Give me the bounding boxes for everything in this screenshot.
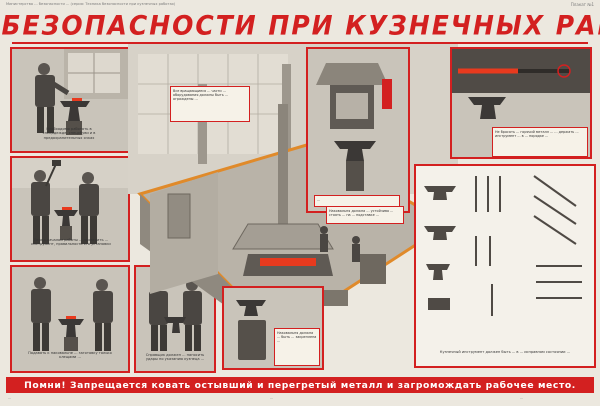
note-hot-metal: Не бросать ... горячий металл ... ... де… bbox=[492, 127, 588, 157]
panel-forge-closeup: ... bbox=[306, 47, 410, 213]
title-underline bbox=[12, 42, 588, 44]
panel2-illustration bbox=[12, 158, 128, 260]
panel2-caption: Перед началом работы ... проверить ... и… bbox=[31, 238, 111, 247]
panel1-illustration bbox=[12, 49, 128, 151]
forge-illustration bbox=[308, 49, 408, 211]
panel-anvil-closeup: Наковальня должна ... быть ... закреплен… bbox=[222, 286, 324, 370]
panel3-caption: Подавать к наковальне ... заготовку толь… bbox=[28, 351, 112, 360]
panel-hot-metal: Не бросать ... горячий металл ... ... де… bbox=[450, 47, 592, 159]
header-meta-right: Плакат №1 bbox=[570, 2, 594, 7]
panel3-illustration bbox=[12, 267, 128, 371]
tools-illustration bbox=[416, 166, 594, 336]
title-bar: МЕРЫ БЕЗОПАСНОСТИ ПРИ КУЗНЕЧНЫХ РАБОТАХ bbox=[0, 9, 600, 42]
header-meta-left: Министерство ... безопасности ... (серия… bbox=[6, 2, 176, 6]
note-anvil-stability: Наковальня должна ... устойчиво ... стоя… bbox=[326, 206, 404, 224]
poster-title: МЕРЫ БЕЗОПАСНОСТИ ПРИ КУЗНЕЧНЫХ РАБОТАХ bbox=[0, 10, 600, 41]
footer-meta-left: ... bbox=[8, 396, 12, 400]
warning-text: Помни! Запрещается ковать остывший и пер… bbox=[24, 379, 576, 391]
warning-footer: Помни! Запрещается ковать остывший и пер… bbox=[6, 377, 594, 393]
panel4-caption: Справщик должен ... наносить удары по ук… bbox=[145, 353, 205, 362]
footer-meta-center: ... bbox=[270, 396, 274, 400]
footer-meta-right: ... bbox=[520, 396, 524, 400]
panel-feed-workpiece: Подавать к наковальне ... заготовку толь… bbox=[10, 265, 130, 373]
panel-check-tools: Перед началом работы ... проверить ... и… bbox=[10, 156, 130, 262]
panel1-caption: Необходимо работать в спецодежде, спецоб… bbox=[42, 127, 96, 140]
tools-panel: Кузнечный инструмент должен быть ... в .… bbox=[414, 164, 596, 368]
tools-caption: Кузнечный инструмент должен быть ... в .… bbox=[439, 350, 571, 354]
note-guards: Все вращающиеся ... части ... оборудован… bbox=[170, 86, 250, 122]
note-anvil: Наковальня должна ... быть ... закреплен… bbox=[274, 328, 320, 366]
panel-blacksmith-protective-gear: Необходимо работать в спецодежде, спецоб… bbox=[10, 47, 130, 153]
